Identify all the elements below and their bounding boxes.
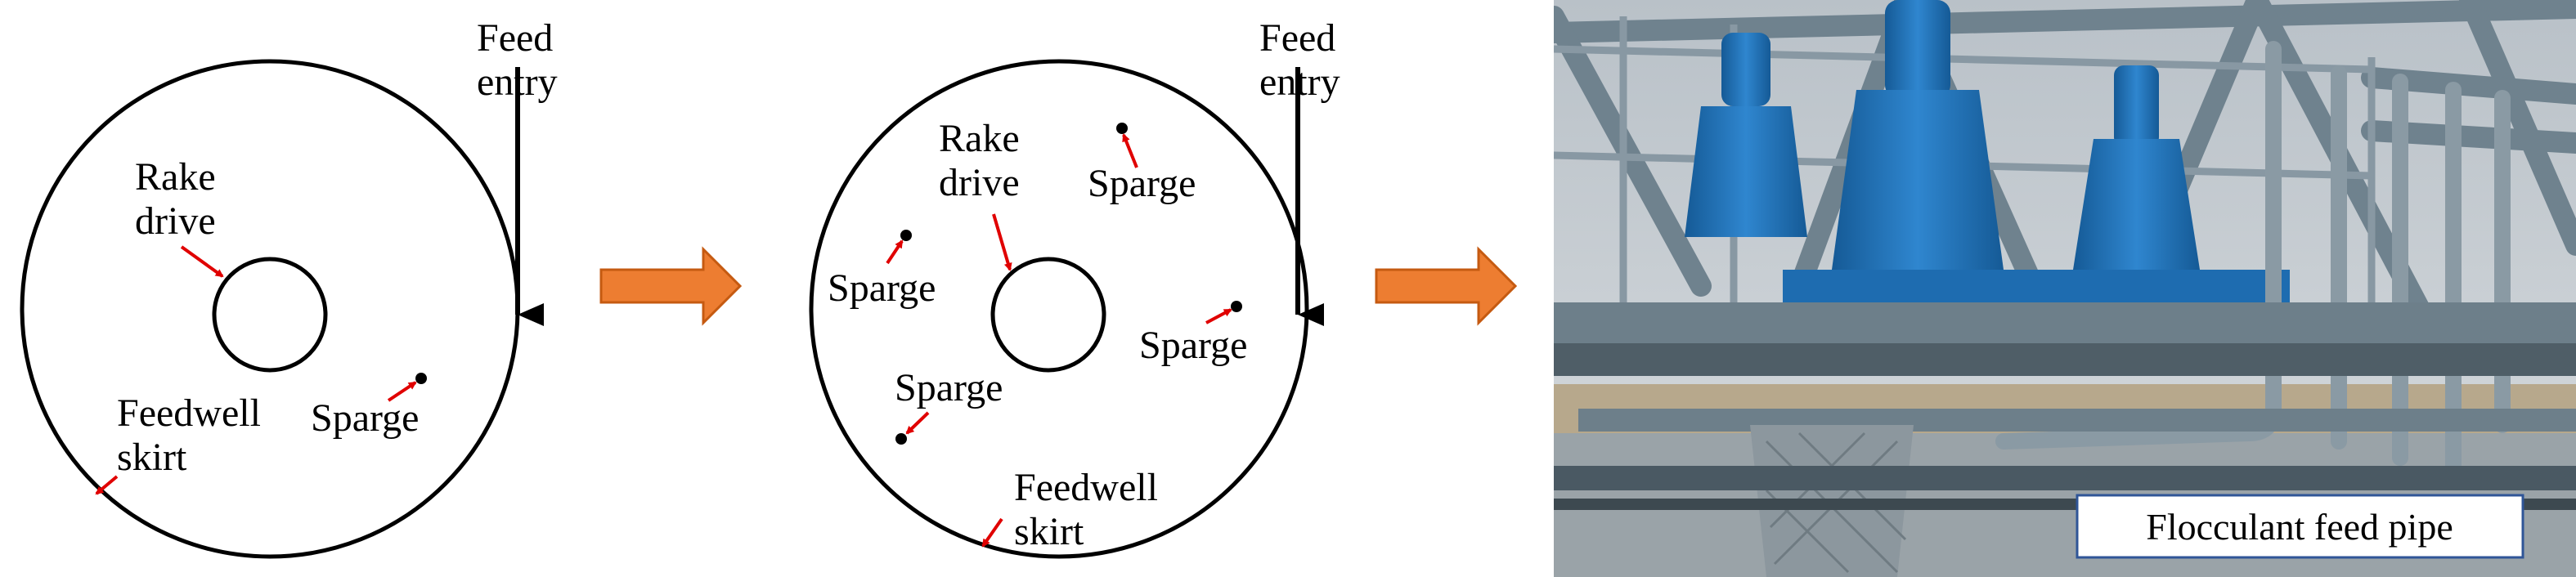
sparge-pointer-bottom bbox=[905, 411, 930, 435]
sparge-point bbox=[415, 373, 427, 384]
under-deck-beam bbox=[1578, 409, 2576, 432]
sparge-point-right bbox=[1231, 301, 1242, 312]
feedwell-outline bbox=[20, 59, 520, 559]
sparge-point-left bbox=[900, 230, 912, 241]
feedwell-skirt-label-line2: skirt bbox=[1014, 510, 1084, 553]
sparge-point-bottom bbox=[895, 433, 907, 445]
rake-drive-ring bbox=[990, 257, 1106, 373]
thickener-photo bbox=[1554, 0, 2576, 577]
feed-entry-label-line2: entry bbox=[477, 60, 558, 104]
sparge-pointer-right bbox=[1205, 308, 1232, 324]
platform-deck bbox=[1554, 302, 2576, 343]
sparge-label-bottom: Sparge bbox=[895, 366, 1003, 409]
feedwell-skirt-pointer bbox=[95, 475, 119, 495]
sparge-point-top bbox=[1116, 123, 1128, 134]
sparge-pointer-top bbox=[1122, 133, 1138, 168]
feedwell-skirt-pointer bbox=[981, 517, 1003, 548]
sparge-pointer bbox=[387, 381, 417, 402]
feedwell-skirt-label-line1: Feedwell bbox=[1014, 466, 1158, 509]
flocculant-feed-pipe-caption: Flocculant feed pipe bbox=[2146, 506, 2453, 548]
sparge-pointer-left bbox=[886, 239, 904, 265]
feed-entry-label-line1: Feed bbox=[1259, 16, 1335, 60]
lower-walkway bbox=[1554, 466, 2576, 490]
transition-arrow-1 bbox=[599, 246, 743, 326]
rake-drive-ring bbox=[212, 257, 328, 373]
rake-drive-label-line1: Rake bbox=[135, 155, 216, 199]
panel-single-sparge: Feed entry Rake drive Sparge Feedwell sk… bbox=[20, 16, 558, 559]
sparge-label: Sparge bbox=[311, 396, 419, 440]
sparge-label-top: Sparge bbox=[1088, 162, 1196, 205]
feed-entry-label-line2: entry bbox=[1259, 60, 1340, 104]
feedwell-skirt-label-line2: skirt bbox=[117, 436, 187, 479]
sparge-label-left: Sparge bbox=[828, 266, 936, 310]
feed-entry-label-line1: Feed bbox=[477, 16, 553, 60]
rake-drive-label-line1: Rake bbox=[939, 117, 1020, 160]
panel-multi-sparge: Feed entry Rake drive Sparge Sparge Spar… bbox=[809, 16, 1340, 559]
rake-drive-label-line2: drive bbox=[939, 161, 1020, 204]
platform-edge bbox=[1554, 343, 2576, 376]
sparge-label-right: Sparge bbox=[1139, 324, 1247, 367]
transition-arrow-2 bbox=[1375, 246, 1518, 326]
feedwell-skirt-label-line1: Feedwell bbox=[117, 391, 261, 435]
caption-box bbox=[2076, 494, 2524, 559]
rake-drive-pointer bbox=[180, 245, 224, 278]
rake-drive-label-line2: drive bbox=[135, 199, 216, 243]
flocculant-pipes bbox=[1995, 41, 2511, 474]
rake-drive-pointer bbox=[992, 213, 1012, 271]
